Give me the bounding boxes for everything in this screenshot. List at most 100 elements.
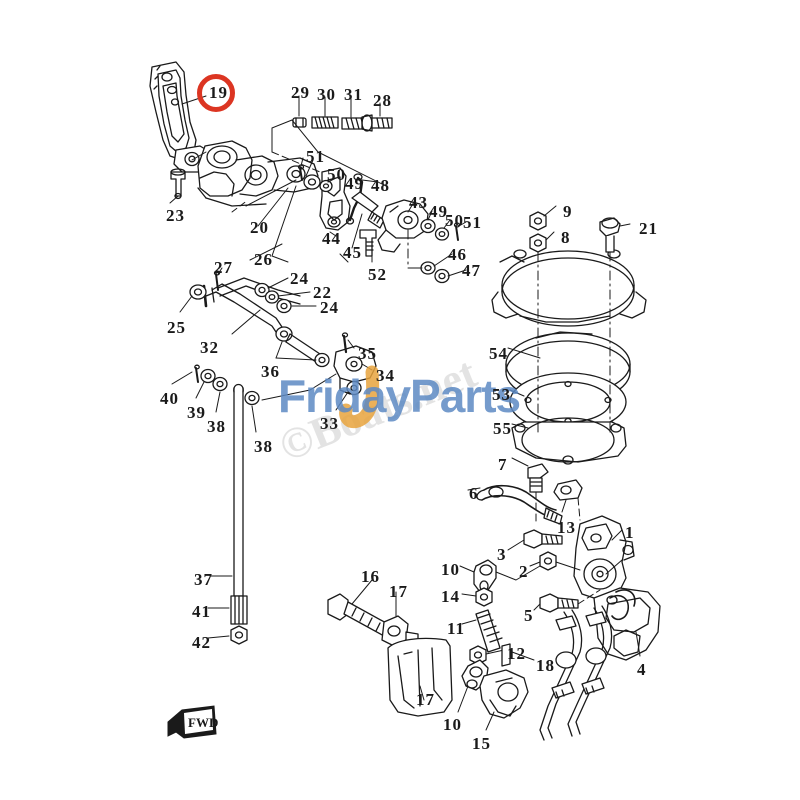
svg-text:FWD: FWD bbox=[188, 715, 218, 730]
callout-number-2-46: 2 bbox=[519, 562, 529, 581]
part-30-spring bbox=[311, 116, 339, 129]
callout-number-50-11: 50 bbox=[445, 211, 464, 230]
callout-number-12-56: 12 bbox=[507, 644, 526, 663]
callout-number-4-58: 4 bbox=[637, 660, 647, 679]
part-52-bolt bbox=[359, 229, 377, 257]
part-18-pin bbox=[501, 643, 511, 667]
part-8-nut bbox=[529, 233, 547, 253]
callout-number-6-42: 6 bbox=[469, 484, 479, 503]
part-3-bolt bbox=[523, 529, 563, 549]
callout-number-8-14: 8 bbox=[561, 228, 571, 247]
callout-number-41-53: 41 bbox=[192, 602, 211, 621]
part-16-bolt bbox=[327, 593, 389, 637]
part-10-ball-joint-a bbox=[473, 559, 497, 593]
callout-number-5-51: 5 bbox=[524, 606, 534, 625]
callout-number-53-33: 53 bbox=[492, 385, 511, 404]
part-28-fitting bbox=[361, 114, 393, 132]
callout-number-24-27: 24 bbox=[320, 298, 339, 317]
callout-number-11-55: 11 bbox=[447, 619, 466, 638]
part-13-connector bbox=[553, 479, 583, 521]
callout-number-47-22: 47 bbox=[462, 261, 481, 280]
callout-number-45-19: 45 bbox=[343, 243, 362, 262]
part-25-collar bbox=[189, 284, 207, 300]
callout-number-23-16: 23 bbox=[166, 206, 185, 225]
part-upper-mount-ring bbox=[491, 249, 647, 327]
part-1-bracket bbox=[573, 515, 635, 601]
part-6-hose bbox=[476, 484, 563, 525]
callout-number-16-49: 16 bbox=[361, 567, 380, 586]
part-29-clip bbox=[292, 117, 307, 128]
callout-number-43-9: 43 bbox=[409, 193, 428, 212]
callout-number-39-36: 39 bbox=[187, 403, 206, 422]
highlight-ring-part-19 bbox=[197, 74, 235, 112]
callout-number-22-26: 22 bbox=[313, 283, 332, 302]
part-17-bracket-body bbox=[387, 637, 453, 717]
part-41-sleeve bbox=[230, 595, 248, 625]
part-23-bolt bbox=[170, 168, 186, 200]
callout-number-55-39: 55 bbox=[493, 419, 512, 438]
callout-number-31-3: 31 bbox=[344, 85, 363, 104]
callout-number-1-44: 1 bbox=[625, 523, 635, 542]
part-4-mount-bracket bbox=[593, 587, 661, 661]
part-47-nut bbox=[434, 268, 450, 284]
part-5-bolt bbox=[539, 593, 579, 613]
callout-number-40-35: 40 bbox=[160, 389, 179, 408]
part-46-collar bbox=[420, 261, 436, 275]
callout-number-29-1: 29 bbox=[291, 83, 310, 102]
part-51-pin-b bbox=[453, 222, 461, 241]
callout-number-27-24: 27 bbox=[214, 258, 233, 277]
part-14-nut bbox=[475, 587, 493, 607]
part-55-lower-plate bbox=[511, 417, 627, 465]
callout-number-17-50: 17 bbox=[389, 582, 408, 601]
part-20-bracket bbox=[197, 140, 319, 207]
callout-number-13-43: 13 bbox=[557, 518, 576, 537]
part-11-threaded-rod bbox=[475, 609, 503, 653]
part-37-long-rod bbox=[233, 383, 244, 617]
callout-number-50-6: 50 bbox=[327, 165, 346, 184]
callout-number-7-41: 7 bbox=[498, 455, 508, 474]
part-2-nut bbox=[539, 551, 557, 571]
callout-number-18-57: 18 bbox=[536, 656, 555, 675]
callout-number-54-30: 54 bbox=[489, 344, 508, 363]
callout-number-25-28: 25 bbox=[167, 318, 186, 337]
callout-number-35-31: 35 bbox=[358, 344, 377, 363]
part-35-pin bbox=[341, 332, 349, 354]
fwd-marker: FWD bbox=[167, 705, 218, 739]
part-50-bushing-b bbox=[434, 227, 450, 241]
callout-number-17-59: 17 bbox=[416, 690, 435, 709]
part-40-pin bbox=[194, 364, 200, 383]
part-38-washer-a bbox=[212, 376, 228, 392]
callout-number-46-21: 46 bbox=[448, 245, 467, 264]
callout-number-48-8: 48 bbox=[371, 176, 390, 195]
callout-number-28-4: 28 bbox=[373, 91, 392, 110]
part-49-collar-a bbox=[319, 179, 333, 193]
part-12-nut bbox=[469, 645, 487, 665]
callout-number-49-7: 49 bbox=[345, 174, 364, 193]
part-24-collar-a bbox=[254, 282, 270, 298]
part-33-bushing bbox=[346, 380, 362, 396]
callout-number-52-20: 52 bbox=[368, 265, 387, 284]
control-cables bbox=[539, 589, 636, 741]
callout-number-51-5: 51 bbox=[306, 147, 325, 166]
callout-number-36-34: 36 bbox=[261, 362, 280, 381]
callout-number-33-38: 33 bbox=[320, 414, 339, 433]
part-45-bolt bbox=[351, 191, 385, 229]
callout-number-37-52: 37 bbox=[194, 570, 213, 589]
callout-number-10-60: 10 bbox=[443, 715, 462, 734]
callout-number-20-17: 20 bbox=[250, 218, 269, 237]
callout-number-38-40: 38 bbox=[254, 437, 273, 456]
part-38-washer-b bbox=[244, 390, 260, 406]
part-24-collar-b bbox=[276, 298, 292, 314]
callout-number-38-37: 38 bbox=[207, 417, 226, 436]
part-36-link bbox=[285, 333, 330, 368]
callout-number-15-61: 15 bbox=[472, 734, 491, 753]
callout-number-34-32: 34 bbox=[376, 366, 395, 385]
callout-number-9-13: 9 bbox=[563, 202, 573, 221]
callout-number-14-48: 14 bbox=[441, 587, 460, 606]
callout-number-26-23: 26 bbox=[254, 250, 273, 269]
part-9-nut bbox=[529, 211, 547, 231]
callout-number-3-45: 3 bbox=[497, 545, 507, 564]
callout-number-51-12: 51 bbox=[463, 213, 482, 232]
callout-number-24-25: 24 bbox=[290, 269, 309, 288]
